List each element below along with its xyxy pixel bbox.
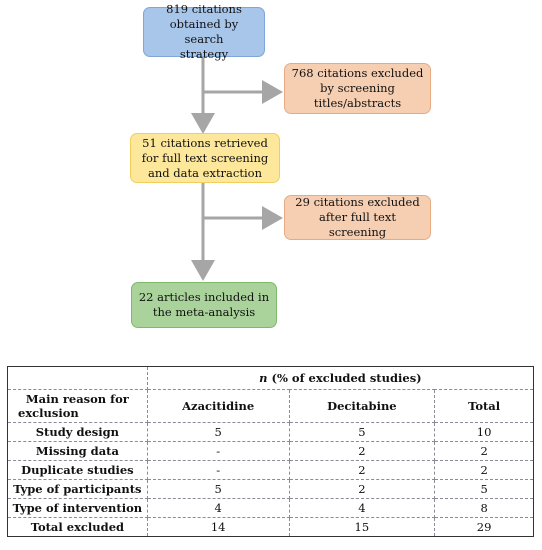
box1-line2: obtained by search (169, 17, 239, 46)
excluded-screening-box: 768 citations excluded by screening titl… (284, 63, 431, 114)
column-header-azacitidine: Azacitidine (146, 389, 290, 423)
row-label: Type of participants (7, 479, 148, 499)
excluded-fulltext-box: 29 citations excluded after full text sc… (284, 195, 431, 240)
column-header-total: Total (434, 389, 534, 423)
table-corner-header: Main reason for exclusion (7, 389, 148, 423)
box3-line3: and data extraction (148, 165, 262, 180)
box5-line1: 22 articles included in (138, 290, 270, 304)
box2-line1: 768 citations excluded (291, 66, 424, 80)
row-label: Missing data (7, 441, 148, 461)
cell-decitabine: 2 (288, 441, 436, 461)
row-label: Type of intervention (7, 498, 148, 518)
table-row: Type of participants 5 2 5 (7, 479, 534, 499)
cell-total: 2 (434, 460, 534, 480)
table-top-header: n (% of excluded studies) (146, 366, 535, 390)
cell-decitabine: 2 (288, 460, 436, 480)
column-header-decitabine: Decitabine (288, 389, 436, 423)
table-row: Study design 5 5 10 (7, 422, 534, 442)
table-row: Missing data - 2 2 (7, 441, 534, 461)
cell-decitabine: 4 (288, 498, 436, 518)
corner-line2: exclusion (18, 406, 79, 420)
cell-azacitidine: 5 (146, 422, 290, 442)
table-top-header-row: n (% of excluded studies) (7, 366, 535, 390)
table-corner-blank (7, 366, 148, 390)
box4-line2: after full text screening (319, 210, 396, 239)
cell-total: 8 (434, 498, 534, 518)
box4-line1: 29 citations excluded (295, 195, 420, 209)
box3-line2: for full text screening (141, 150, 269, 165)
cell-decitabine: 2 (288, 479, 436, 499)
cell-azacitidine: 5 (146, 479, 290, 499)
search-citations-box: 819 citations obtained by search strateg… (143, 2, 265, 61)
cell-azacitidine: - (146, 441, 290, 461)
included-articles-box: 22 articles included in the meta-analysi… (131, 282, 277, 328)
table-row: Total excluded 14 15 29 (7, 517, 534, 537)
table-row: Type of intervention 4 4 8 (7, 498, 534, 518)
corner-line1: Main reason for (25, 392, 129, 406)
row-label: Total excluded (7, 517, 148, 537)
row-label: Duplicate studies (7, 460, 148, 480)
box5-line2: the meta-analysis (152, 305, 256, 319)
box2-line2: by screening (320, 81, 395, 95)
cell-total: 2 (434, 441, 534, 461)
cell-total: 29 (434, 517, 534, 537)
cell-total: 5 (434, 479, 534, 499)
table-column-header-row: Main reason for exclusion Azacitidine De… (7, 389, 534, 423)
retrieved-citations-box: 51 citations retrieved for full text scr… (130, 133, 280, 183)
exclusion-reasons-table: n (% of excluded studies) Main reason fo… (7, 366, 535, 537)
top-header-text: (% of excluded studies) (267, 371, 422, 385)
box2-line3: titles/abstracts (313, 96, 402, 110)
cell-azacitidine: - (146, 460, 290, 480)
row-label: Study design (7, 422, 148, 442)
cell-decitabine: 15 (288, 517, 436, 537)
table-row: Duplicate studies - 2 2 (7, 460, 534, 480)
flow-connectors (191, 56, 283, 281)
box1-line3: strategy (179, 47, 229, 61)
n-label: n (259, 371, 268, 385)
box3-line1: 51 citations retrieved (142, 135, 268, 150)
cell-decitabine: 5 (288, 422, 436, 442)
box1-line1: 819 citations (166, 2, 242, 16)
cell-total: 10 (434, 422, 534, 442)
cell-azacitidine: 14 (146, 517, 290, 537)
cell-azacitidine: 4 (146, 498, 290, 518)
